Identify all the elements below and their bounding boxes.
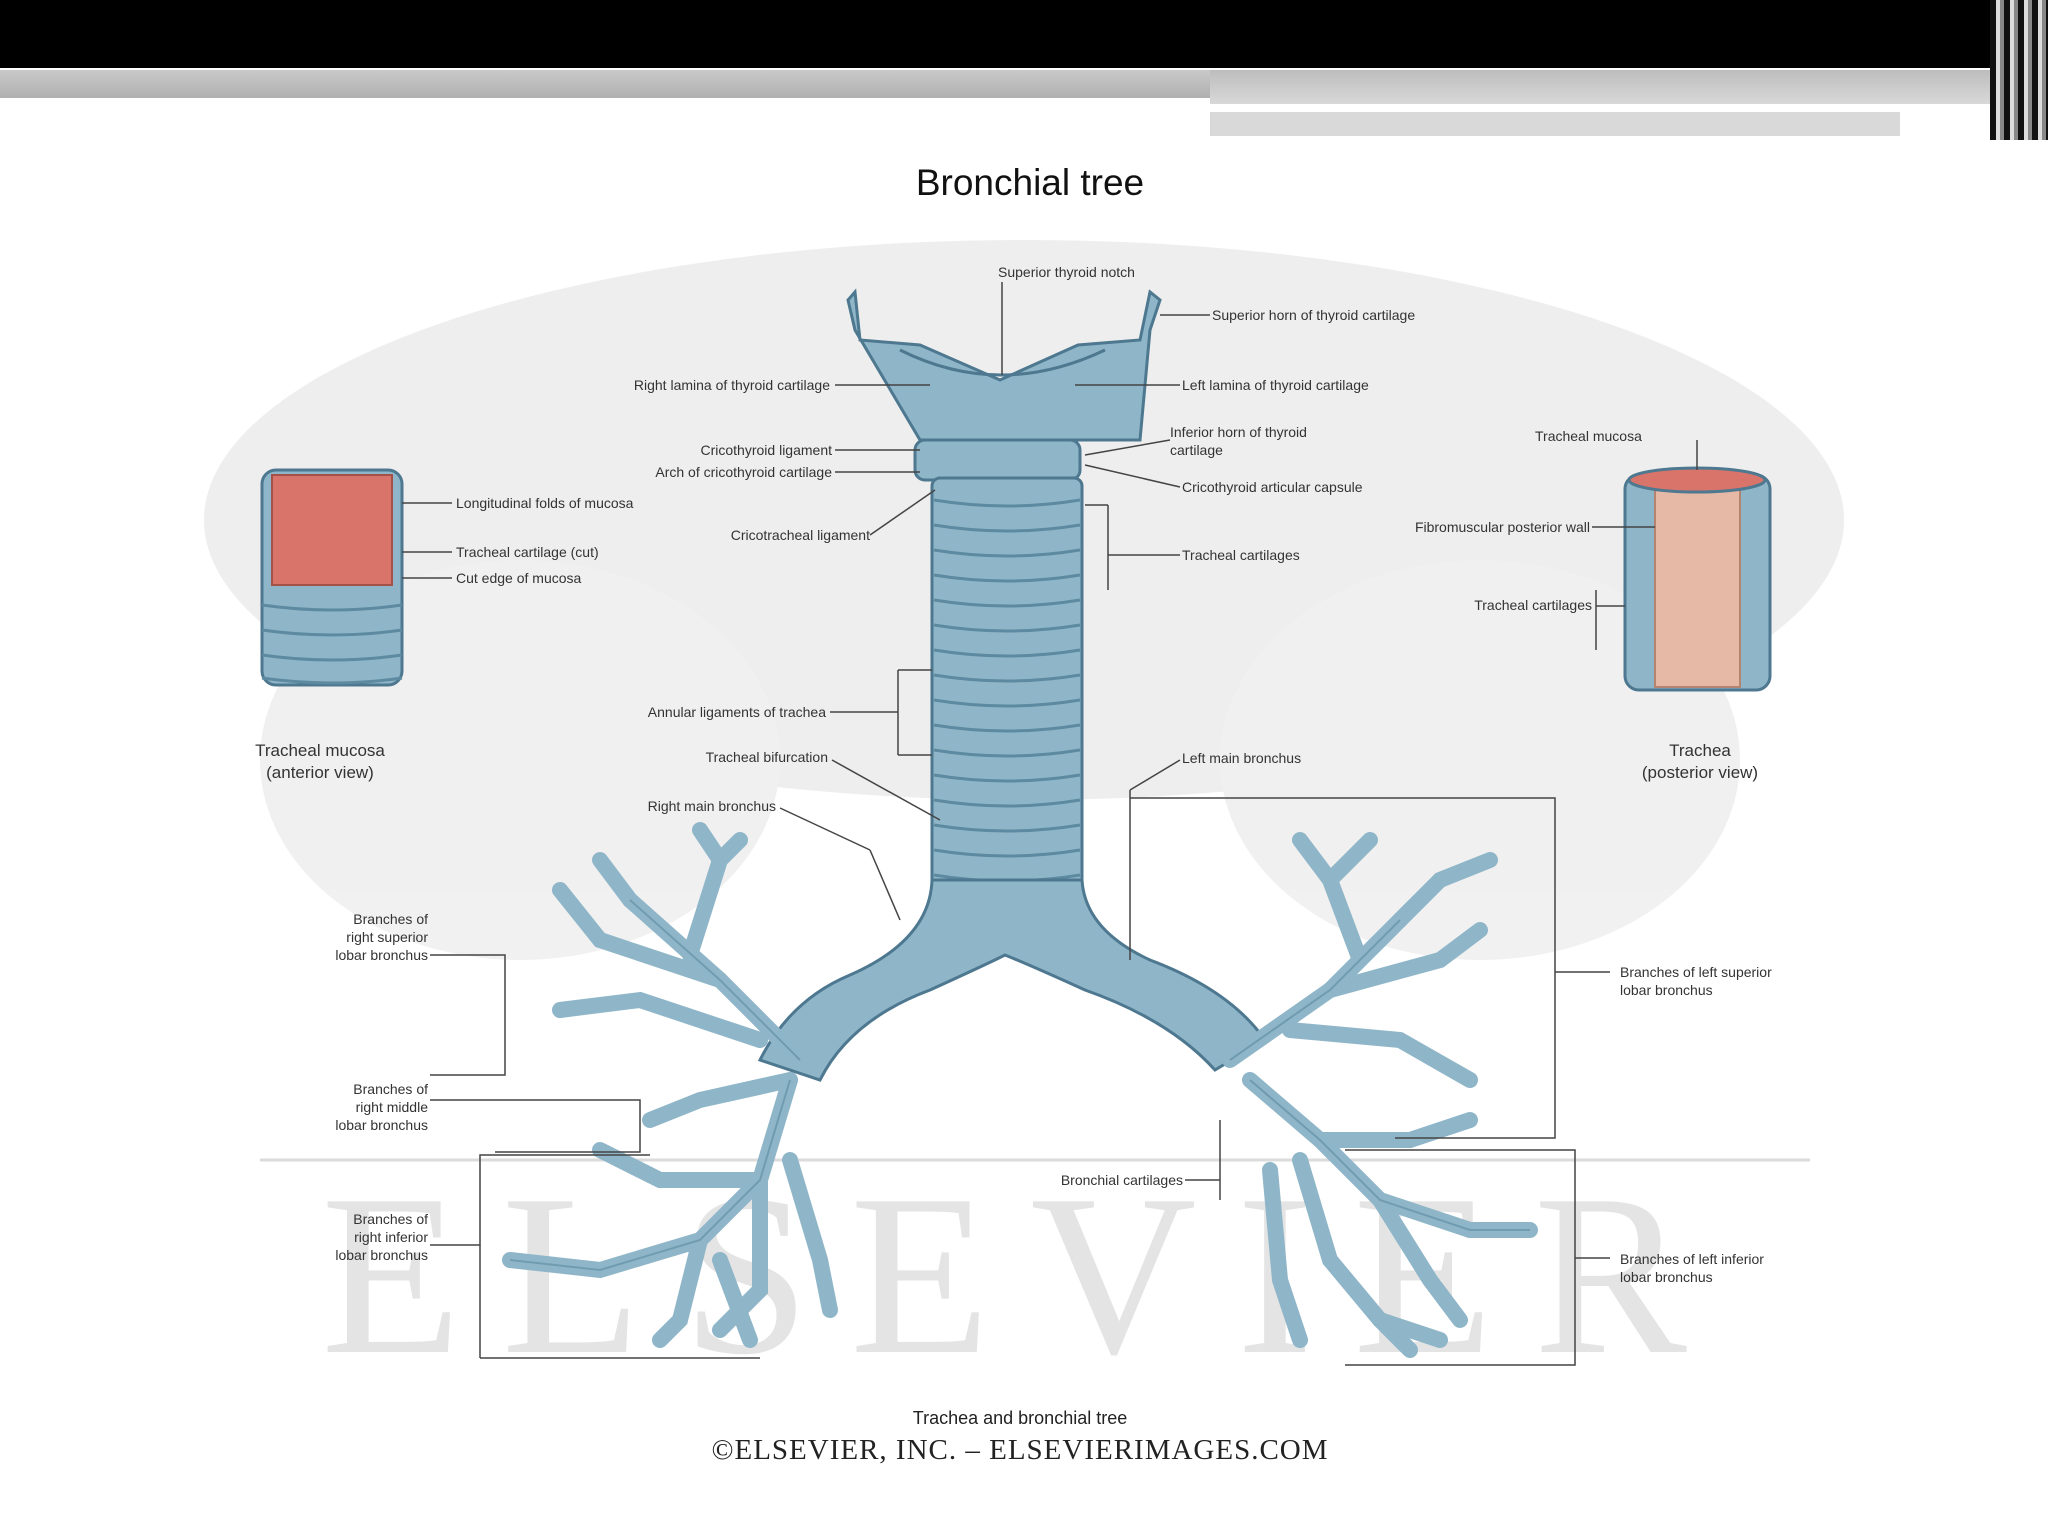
trachea <box>930 476 1084 900</box>
label-right-lamina: Right lamina of thyroid cartilage <box>633 377 830 393</box>
right-edge-bars <box>1990 0 2048 140</box>
right-bronchial-branches-outline <box>509 899 801 1272</box>
label-superior-thyroid-notch: Superior thyroid notch <box>998 264 1135 280</box>
label-right-inferior: Branches of right inferior lobar bronchu… <box>335 1211 428 1263</box>
label-fibromuscular-wall: Fibromuscular posterior wall <box>1414 519 1590 535</box>
figure-caption: Trachea and bronchial tree <box>912 1408 1128 1428</box>
label-left-superior: Branches of left superior lobar bronchus <box>1620 964 1772 998</box>
label-cricotracheal-ligament: Cricotracheal ligament <box>730 527 870 543</box>
top-gray-stripe-right <box>1210 70 1990 104</box>
top-black-bar <box>0 0 2048 68</box>
label-trachea-caption: Trachea (posterior view) <box>1641 741 1759 782</box>
page-title: Bronchial tree <box>915 162 1145 203</box>
label-annular-ligaments: Annular ligaments of trachea <box>647 704 826 720</box>
label-superior-horn: Superior horn of thyroid cartilage <box>1212 307 1416 323</box>
label-tracheal-mucosa-caption: Tracheal mucosa (anterior view) <box>255 741 385 782</box>
label-inferior-horn: Inferior horn of thyroid cartilage <box>1170 424 1307 458</box>
label-trachea-cartilages-right: Tracheal cartilages <box>1474 597 1592 613</box>
label-tracheal-bifurcation: Tracheal bifurcation <box>705 749 828 765</box>
top-thin-stripe <box>1210 112 1900 136</box>
trachea-posterior-inset <box>1623 466 1772 692</box>
label-tracheal-mucosa-top: Tracheal mucosa <box>1535 428 1642 444</box>
label-tracheal-cartilages: Tracheal cartilages <box>1182 547 1300 563</box>
label-longitudinal-folds: Longitudinal folds of mucosa <box>456 495 634 511</box>
label-left-main-bronchus: Left main bronchus <box>1182 750 1302 766</box>
cricoid-cartilage <box>913 438 1082 482</box>
leader-lines <box>402 282 1698 1366</box>
copyright-notice: ©ELSEVIER, INC. – ELSEVIERIMAGES.COM <box>711 1434 1329 1466</box>
label-right-superior: Branches of right superior lobar bronchu… <box>335 911 428 963</box>
label-tracheal-cartilage-cut: Tracheal cartilage (cut) <box>456 544 599 560</box>
label-right-middle: Branches of right middle lobar bronchus <box>335 1081 428 1133</box>
label-cricothyroid-capsule: Cricothyroid articular capsule <box>1182 479 1363 495</box>
label-left-inferior: Branches of left inferior lobar bronchus <box>1620 1251 1764 1285</box>
left-bronchial-branches-outline <box>1229 919 1530 1231</box>
main-bronchi <box>757 878 1268 1082</box>
top-gray-stripe <box>0 70 1210 98</box>
label-cricothyroid-ligament: Cricothyroid ligament <box>700 442 833 458</box>
label-right-main-bronchus: Right main bronchus <box>647 798 776 814</box>
label-left-lamina: Left lamina of thyroid cartilage <box>1182 377 1369 393</box>
watermark-text: ELSEVIER <box>321 1147 1727 1402</box>
tracheal-mucosa-inset <box>260 468 404 687</box>
label-cut-edge-mucosa: Cut edge of mucosa <box>456 570 582 586</box>
label-bronchial-cartilages: Bronchial cartilages <box>1060 1172 1183 1188</box>
label-arch-cricoid: Arch of cricothyroid cartilage <box>655 464 832 480</box>
